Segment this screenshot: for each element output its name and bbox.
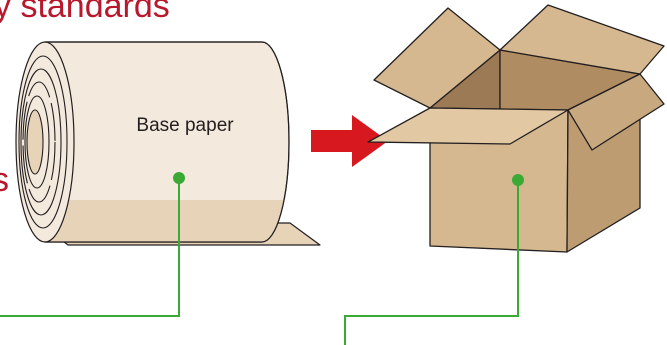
roll-shadow-band	[45, 200, 284, 243]
right-arrow-icon	[311, 115, 388, 167]
roll-body-edge	[261, 41, 290, 243]
roll-winding-rings	[18, 55, 68, 229]
box-flap-back-left	[373, 7, 501, 109]
box-leader-dot	[512, 174, 524, 186]
roll-leader-line	[0, 178, 180, 317]
heading-text: y standards	[0, 0, 170, 25]
box-flap-back-right	[499, 4, 665, 75]
box-leader-line	[344, 180, 519, 345]
side-text-fragment: s	[0, 161, 9, 199]
box-flap-front-right	[567, 73, 665, 151]
roll-label: Base paper	[136, 115, 234, 136]
paper-roll-icon	[15, 41, 321, 246]
box-flap-front-left	[367, 107, 569, 145]
roll-leader-dot	[173, 172, 185, 184]
leader-lines	[0, 178, 519, 345]
open-cardboard-box-icon	[367, 4, 665, 253]
